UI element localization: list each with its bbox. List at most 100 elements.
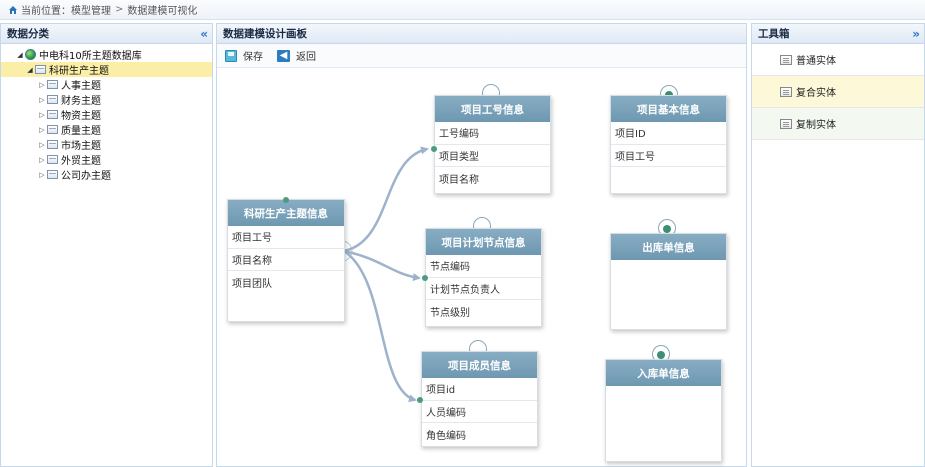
collapsed-triangle-icon[interactable]: ▷ [39, 80, 45, 89]
panel-title: 数据建模设计画板 [223, 28, 307, 40]
panel-title: 数据分类 [7, 28, 49, 40]
entity-work-info[interactable]: 项目工号信息 工号编码 项目类型 项目名称 [434, 95, 551, 194]
entity-title: 项目基本信息 [611, 96, 726, 122]
entity-field[interactable]: 项目名称 [228, 249, 344, 271]
tree-item-label: 科研生产主题 [49, 66, 109, 77]
tool-copy-entity[interactable]: 复制实体 [752, 108, 924, 140]
entity-doc-icon [780, 86, 792, 97]
breadcrumb-separator: > [115, 4, 124, 15]
collapsed-triangle-icon[interactable]: ▷ [39, 170, 45, 179]
entity-field[interactable]: 项目id [422, 378, 537, 401]
design-board-panel: 数据建模设计画板 保存 ◀ 返回 科研生产主题信息 项目工号 项 [216, 23, 747, 467]
entity-doc-icon [780, 118, 792, 129]
entity-field[interactable]: 人员编码 [422, 401, 537, 423]
tree-item-materials[interactable]: ▷ 物资主题 [1, 107, 212, 122]
breadcrumb-home-label: 当前位置： [21, 6, 71, 17]
entity-field[interactable]: 工号编码 [435, 122, 550, 145]
category-tree: ◢ 中电科10所主题数据库 ◢ 科研生产主题 ▷ 人事主题 ▷ 财务主题 ▷ 物… [1, 44, 212, 182]
link-to-member-info [343, 249, 417, 403]
entity-basic-info[interactable]: 项目基本信息 项目ID 项目工号 [610, 95, 727, 194]
entity-field[interactable]: 项目工号 [228, 226, 344, 249]
expand-triangle-icon[interactable]: ◢ [17, 50, 23, 59]
folder-icon [47, 110, 58, 119]
save-button[interactable]: 保存 [225, 48, 263, 63]
tool-normal-entity[interactable]: 普通实体 [752, 44, 924, 76]
connection-dot[interactable] [417, 397, 423, 403]
entity-field[interactable]: 计划节点负责人 [426, 278, 541, 300]
back-button[interactable]: ◀ 返回 [277, 48, 316, 63]
tree-item-label: 人事主题 [61, 81, 101, 92]
entity-member-info[interactable]: 项目成员信息 项目id 人员编码 角色编码 [421, 351, 538, 447]
collapsed-triangle-icon[interactable]: ▷ [39, 140, 45, 149]
data-category-panel: 数据分类 « ◢ 中电科10所主题数据库 ◢ 科研生产主题 ▷ 人事主题 ▷ 财… [0, 23, 213, 467]
entity-main[interactable]: 科研生产主题信息 项目工号 项目名称 项目团队 [227, 199, 345, 322]
home-icon[interactable] [8, 5, 18, 15]
entity-title: 科研生产主题信息 [228, 200, 344, 226]
tree-item-office[interactable]: ▷ 公司办主题 [1, 167, 212, 182]
tree-item-label: 物资主题 [61, 111, 101, 122]
link-to-work-info [343, 146, 429, 253]
design-board-header: 数据建模设计画板 [217, 24, 746, 44]
entity-field[interactable]: 角色编码 [426, 430, 466, 442]
entity-field[interactable] [611, 167, 726, 190]
tool-composite-entity[interactable]: 复合实体 [752, 76, 924, 108]
data-category-header: 数据分类 « [1, 24, 212, 44]
collapse-left-button[interactable]: « [200, 26, 208, 41]
expand-triangle-icon[interactable]: ◢ [27, 65, 33, 74]
toolbox-panel: 工具箱 » 普通实体 复合实体 复制实体 [751, 23, 925, 467]
folder-icon [47, 125, 58, 134]
tree-item-quality[interactable]: ▷ 质量主题 [1, 122, 212, 137]
tree-item-foreign-trade[interactable]: ▷ 外贸主题 [1, 152, 212, 167]
entity-plan-info[interactable]: 项目计划节点信息 节点编码 计划节点负责人 节点级别 [425, 228, 542, 327]
tool-label: 复制实体 [796, 120, 836, 131]
panel-title: 工具箱 [758, 28, 790, 40]
entity-field[interactable]: 项目类型 [435, 145, 550, 167]
connection-dot[interactable] [422, 275, 428, 281]
collapsed-triangle-icon[interactable]: ▷ [39, 95, 45, 104]
link-to-plan-info [343, 249, 421, 282]
tree-item-finance[interactable]: ▷ 财务主题 [1, 92, 212, 107]
connection-dot[interactable] [431, 146, 437, 152]
entity-title: 出库单信息 [611, 234, 726, 260]
folder-icon [47, 155, 58, 164]
entity-field[interactable]: 项目名称 [439, 174, 479, 186]
design-canvas[interactable]: 科研生产主题信息 项目工号 项目名称 项目团队 项目工号信息 工号编码 项目类型… [217, 69, 746, 466]
folder-icon [47, 170, 58, 179]
folder-icon [47, 80, 58, 89]
collapsed-triangle-icon[interactable]: ▷ [39, 110, 45, 119]
folder-icon [47, 140, 58, 149]
tool-label: 复合实体 [796, 88, 836, 99]
collapsed-triangle-icon[interactable]: ▷ [39, 155, 45, 164]
tree-item-market[interactable]: ▷ 市场主题 [1, 137, 212, 152]
entity-field[interactable]: 项目工号 [611, 145, 726, 167]
tree-root-label: 中电科10所主题数据库 [39, 51, 142, 62]
entity-field[interactable]: 节点级别 [430, 307, 470, 319]
tree-item-hr[interactable]: ▷ 人事主题 [1, 77, 212, 92]
tree-item-label: 市场主题 [61, 141, 101, 152]
entity-field[interactable]: 项目ID [611, 122, 726, 145]
entity-title: 项目计划节点信息 [426, 229, 541, 255]
save-label: 保存 [243, 52, 263, 63]
tool-label: 普通实体 [796, 56, 836, 67]
folder-icon [47, 95, 58, 104]
tree-root[interactable]: ◢ 中电科10所主题数据库 [1, 47, 212, 62]
save-icon [225, 49, 237, 62]
entity-in-warehouse[interactable]: 入库单信息 [605, 359, 722, 462]
breadcrumb-item-model-management[interactable]: 模型管理 [71, 6, 111, 17]
tree-item-research[interactable]: ◢ 科研生产主题 [1, 62, 212, 77]
connection-dot[interactable] [283, 197, 289, 203]
entity-doc-icon [780, 54, 792, 65]
back-arrow-icon: ◀ [277, 49, 290, 62]
collapsed-triangle-icon[interactable]: ▷ [39, 125, 45, 134]
entity-out-warehouse[interactable]: 出库单信息 [610, 233, 727, 330]
entity-field[interactable]: 节点编码 [426, 255, 541, 278]
entity-field[interactable]: 项目团队 [232, 278, 272, 290]
entity-title: 项目工号信息 [435, 96, 550, 122]
collapse-right-button[interactable]: » [912, 26, 920, 41]
design-toolbar: 保存 ◀ 返回 [217, 44, 746, 68]
folder-icon [35, 65, 46, 74]
breadcrumb: 当前位置： 模型管理 > 数据建模可视化 [0, 0, 925, 20]
breadcrumb-item-current: 数据建模可视化 [127, 6, 198, 17]
tree-item-label: 外贸主题 [61, 156, 101, 167]
entity-title: 入库单信息 [606, 360, 721, 386]
